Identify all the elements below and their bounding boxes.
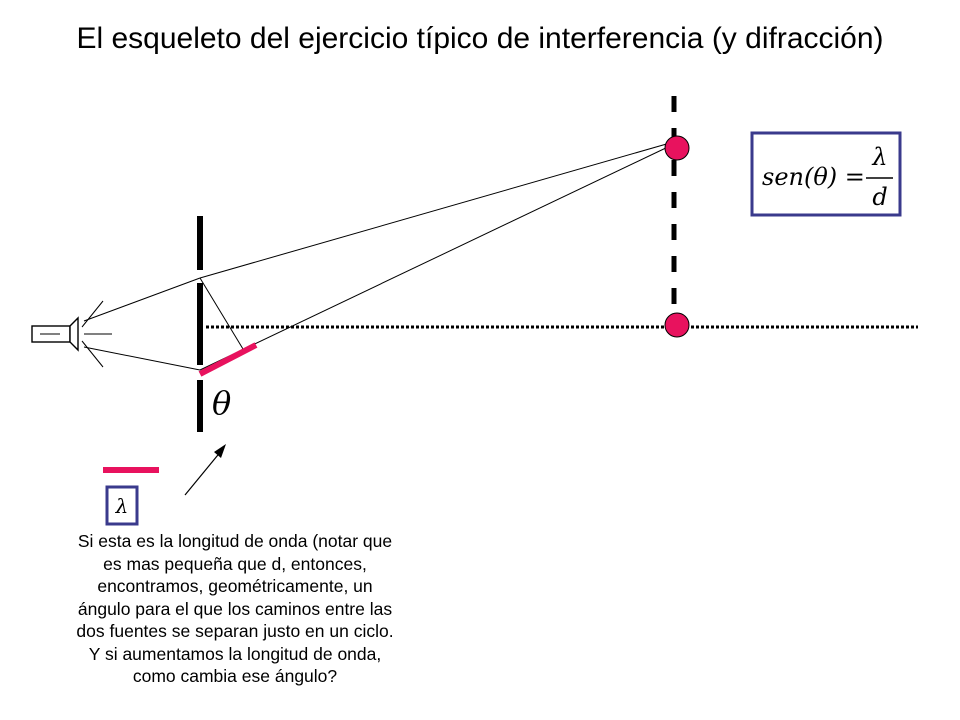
- caption-line: es mas pequeña que d, entonces,: [103, 553, 367, 574]
- flashlight-icon: [31, 300, 112, 368]
- path-difference-segment: [198, 342, 258, 377]
- bright-fringe-central: [664, 312, 690, 338]
- pointer-arrow-icon: [184, 444, 226, 496]
- bright-fringe-first: [664, 135, 690, 161]
- caption-text: Si esta es la longitud de onda (notar qu…: [30, 530, 440, 688]
- formula-lhs: sen(θ) =: [762, 163, 865, 191]
- formula-numerator: λ: [871, 143, 887, 171]
- theta-label: θ: [212, 384, 231, 422]
- caption-line: encontramos, geométricamente, un: [97, 576, 373, 596]
- caption-line: como cambia ese ángulo?: [132, 666, 338, 686]
- formula-box: sen(θ) = λ d: [750, 131, 902, 217]
- lambda-label: λ: [115, 494, 129, 518]
- perpendicular-line: [199, 277, 244, 350]
- ray-slit2-screen: [199, 145, 671, 371]
- caption-line: Si esta es la longitud de onda (notar qu…: [77, 531, 393, 551]
- caption-line: ángulo para el que los caminos entre las: [77, 598, 393, 619]
- ray-source-slit1: [83, 277, 201, 322]
- lambda-box: [105, 485, 139, 526]
- formula-denominator: d: [872, 183, 887, 211]
- ray-slit1-screen: [199, 142, 671, 279]
- caption-line: dos fuentes se separan justo en un ciclo…: [76, 621, 394, 641]
- caption-line: Y si aumentamos la longitud de onda,: [88, 643, 382, 664]
- slide-title: El esqueleto del ejercicio típico de int…: [76, 22, 884, 55]
- ray-source-slit2: [83, 346, 201, 371]
